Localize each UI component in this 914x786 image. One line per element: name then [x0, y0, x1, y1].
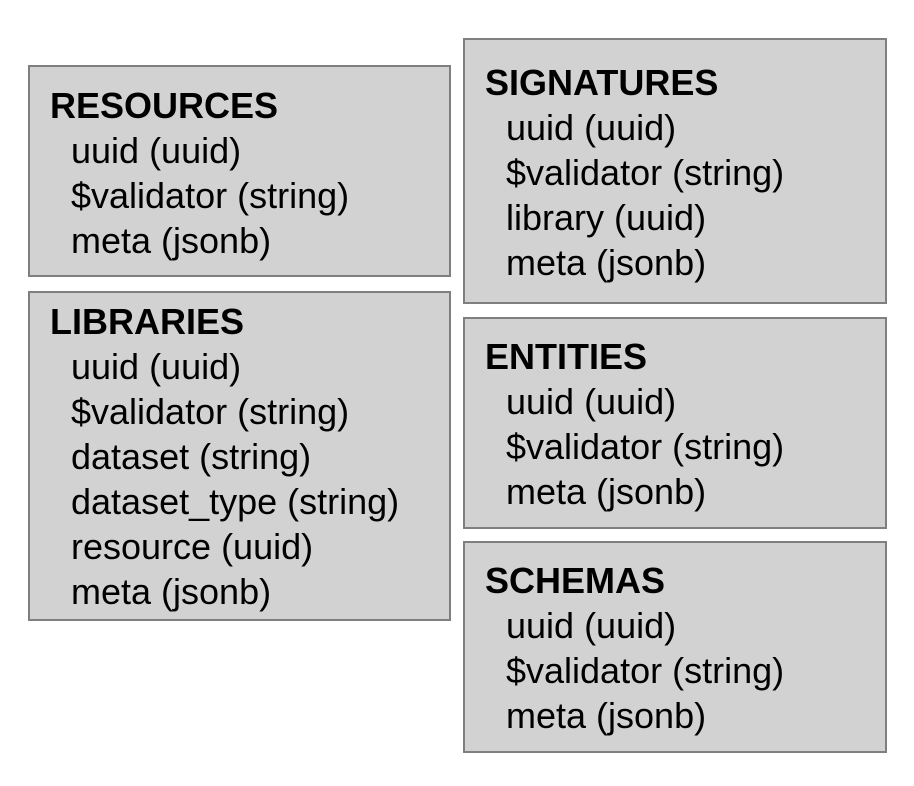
table-box-schemas: SCHEMAS uuid (uuid) $validator (string) …	[463, 541, 887, 753]
field-list: uuid (uuid) $validator (string) meta (js…	[485, 379, 885, 514]
field-item: uuid (uuid)	[71, 346, 242, 387]
field-list: uuid (uuid) $validator (string) meta (js…	[485, 603, 885, 738]
table-box-libraries: LIBRARIES uuid (uuid) $validator (string…	[28, 291, 451, 621]
field-item: uuid (uuid)	[506, 107, 677, 148]
field-item: $validator (string)	[506, 152, 785, 193]
field-item: meta (jsonb)	[506, 695, 707, 736]
field-item: meta (jsonb)	[71, 220, 272, 261]
field-item: meta (jsonb)	[71, 571, 272, 612]
field-item: meta (jsonb)	[506, 471, 707, 512]
table-box-signatures: SIGNATURES uuid (uuid) $validator (strin…	[463, 38, 887, 304]
field-item: $validator (string)	[506, 650, 785, 691]
table-title: ENTITIES	[485, 336, 648, 377]
field-list: uuid (uuid) $validator (string) meta (js…	[50, 128, 449, 263]
field-item: uuid (uuid)	[506, 605, 677, 646]
field-item: uuid (uuid)	[71, 130, 242, 171]
field-item: $validator (string)	[71, 391, 350, 432]
field-item: dataset_type (string)	[71, 481, 400, 522]
table-box-entities: ENTITIES uuid (uuid) $validator (string)…	[463, 317, 887, 529]
table-title: SIGNATURES	[485, 62, 719, 103]
field-item: resource (uuid)	[71, 526, 314, 567]
table-title: LIBRARIES	[50, 301, 245, 342]
field-item: meta (jsonb)	[506, 242, 707, 283]
field-list: uuid (uuid) $validator (string) library …	[485, 105, 885, 285]
field-item: $validator (string)	[506, 426, 785, 467]
field-item: dataset (string)	[71, 436, 312, 477]
field-list: uuid (uuid) $validator (string) dataset …	[50, 344, 449, 614]
table-title: SCHEMAS	[485, 560, 666, 601]
table-box-resources: RESOURCES uuid (uuid) $validator (string…	[28, 65, 451, 277]
field-item: $validator (string)	[71, 175, 350, 216]
field-item: uuid (uuid)	[506, 381, 677, 422]
field-item: library (uuid)	[506, 197, 707, 238]
table-title: RESOURCES	[50, 85, 279, 126]
